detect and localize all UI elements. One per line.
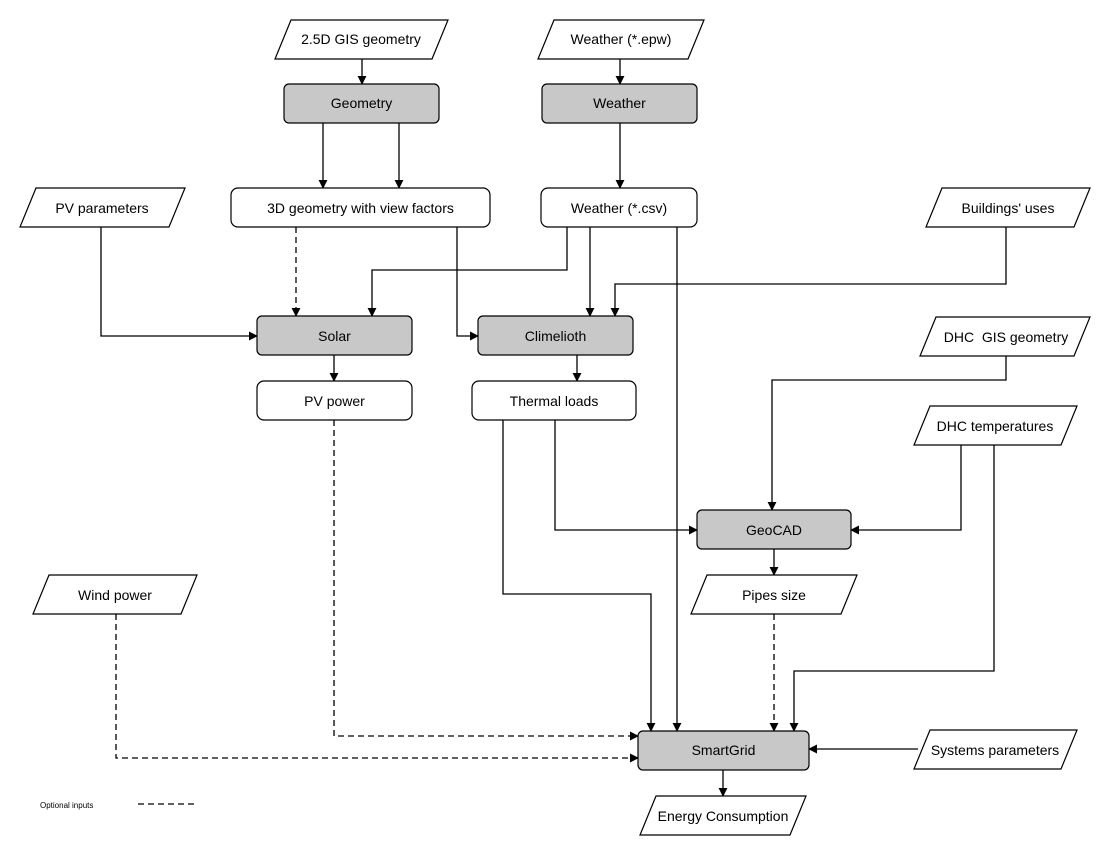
- node-pipes-size[interactable]: Pipes size: [690, 574, 858, 615]
- data-shape: [230, 187, 491, 228]
- node-geometry[interactable]: Geometry: [283, 83, 440, 124]
- data-shape: [471, 380, 637, 421]
- edge-dhc-temperatures-to-smartgrid: [789, 445, 995, 732]
- node-label: PV parameters: [55, 200, 148, 216]
- edge-thermal-loads-to-smartgrid: [502, 420, 656, 732]
- input-shape: [639, 795, 807, 836]
- node-smartgrid[interactable]: SmartGrid: [637, 730, 810, 771]
- node-label: Solar: [318, 328, 351, 344]
- node-label: Wind power: [78, 587, 152, 603]
- edge-dhc-temperatures-to-geocad: [850, 445, 962, 535]
- node-label: DHC temperatures: [937, 418, 1054, 434]
- process-shape: [256, 315, 413, 356]
- data-shape: [256, 380, 413, 421]
- node-label: 3D geometry with view factors: [267, 200, 454, 216]
- process-shape: [541, 83, 698, 124]
- process-shape: [696, 509, 852, 550]
- node-label: Buildings' uses: [962, 200, 1055, 216]
- node-label: Weather: [593, 95, 646, 111]
- edge-3d-geometry-to-climelioth: [456, 227, 479, 341]
- node-solar[interactable]: Solar: [256, 315, 413, 356]
- input-shape: [32, 574, 198, 615]
- node-label: Weather (*.epw): [571, 31, 672, 47]
- node-weather[interactable]: Weather: [541, 83, 698, 124]
- node-label: Thermal loads: [510, 393, 599, 409]
- input-shape: [913, 405, 1078, 446]
- process-shape: [637, 730, 810, 771]
- node-label: 2.5D GIS geometry: [301, 31, 421, 47]
- edge-pv-parameters-to-solar: [100, 227, 258, 341]
- node-weather-csv[interactable]: Weather (*.csv): [540, 187, 698, 228]
- edges: [100, 59, 1007, 797]
- node-weather-epw[interactable]: Weather (*.epw): [537, 19, 705, 60]
- process-shape: [477, 315, 634, 356]
- node-label: GeoCAD: [746, 522, 802, 538]
- node-3d-geometry[interactable]: 3D geometry with view factors: [230, 187, 491, 228]
- node-label: Systems parameters: [931, 742, 1059, 758]
- node-buildings-uses[interactable]: Buildings' uses: [925, 187, 1091, 228]
- node-label: SmartGrid: [692, 742, 756, 758]
- nodes: 2.5D GIS geometry Weather (*.epw) Geomet…: [19, 19, 1091, 836]
- node-label: PV power: [304, 393, 365, 409]
- node-label: Climelioth: [525, 328, 586, 344]
- input-shape: [925, 187, 1091, 228]
- edge-pv-power-to-smartgrid: [333, 420, 639, 741]
- input-shape: [919, 316, 1091, 357]
- edge-dhc-gis-to-geocad: [767, 356, 1007, 511]
- node-climelioth[interactable]: Climelioth: [477, 315, 634, 356]
- process-shape: [283, 83, 440, 124]
- input-shape: [274, 19, 449, 60]
- node-pv-parameters[interactable]: PV parameters: [19, 187, 186, 228]
- input-shape: [537, 19, 705, 60]
- node-label: Weather (*.csv): [571, 200, 667, 216]
- node-label: Pipes size: [742, 587, 806, 603]
- legend-optional-label: Optional inputs: [40, 801, 93, 810]
- edge-wind-power-to-smartgrid: [115, 614, 639, 763]
- edge-buildings-uses-to-climelioth: [610, 227, 1007, 317]
- node-gis-geometry[interactable]: 2.5D GIS geometry: [274, 19, 449, 60]
- node-label: DHC GIS geometry: [944, 329, 1068, 345]
- edge-weather-csv-to-solar: [367, 227, 568, 317]
- node-systems-parameters[interactable]: Systems parameters: [913, 729, 1078, 770]
- input-shape: [913, 729, 1078, 770]
- node-label: Energy Consumption: [658, 808, 789, 824]
- node-dhc-gis-geometry[interactable]: DHC GIS geometry: [919, 316, 1091, 357]
- node-wind-power[interactable]: Wind power: [32, 574, 198, 615]
- node-thermal-loads[interactable]: Thermal loads: [471, 380, 637, 421]
- data-shape: [540, 187, 698, 228]
- node-pv-power[interactable]: PV power: [256, 380, 413, 421]
- legend: Optional inputs: [40, 801, 197, 810]
- node-dhc-temperatures[interactable]: DHC temperatures: [913, 405, 1078, 446]
- node-energy-consumption[interactable]: Energy Consumption: [639, 795, 807, 836]
- node-label: Geometry: [331, 95, 392, 111]
- node-geocad[interactable]: GeoCAD: [696, 509, 852, 550]
- input-shape: [690, 574, 858, 615]
- input-shape: [19, 187, 186, 228]
- edge-thermal-loads-to-geocad: [554, 420, 698, 535]
